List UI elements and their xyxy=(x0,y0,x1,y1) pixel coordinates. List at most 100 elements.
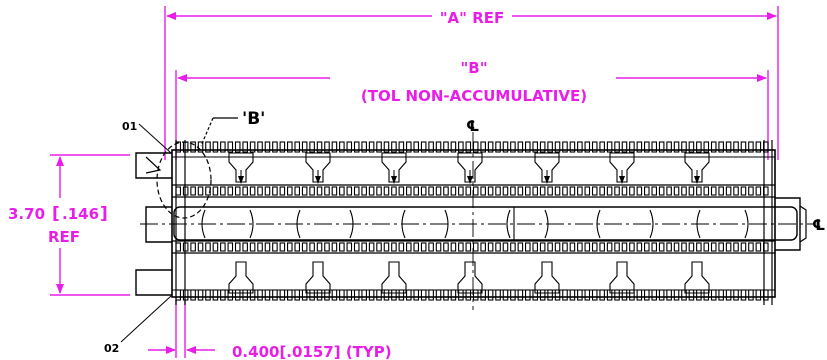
housing-outline xyxy=(171,149,776,298)
top-inner-pad xyxy=(182,186,189,196)
top-inner-pad xyxy=(554,186,561,196)
bottom-outer-pad xyxy=(376,289,382,301)
bottom-inner-pad xyxy=(710,242,717,252)
bottom-inner-pad xyxy=(339,242,345,252)
top-outer-pad xyxy=(190,141,196,153)
bottom-inner-pad xyxy=(331,242,338,252)
bottom-inner-pad xyxy=(651,242,658,252)
top-inner-pad xyxy=(301,186,308,196)
slot-divider xyxy=(544,209,549,239)
bottom-inner-pad xyxy=(755,242,762,252)
bottom-outer-pad xyxy=(725,289,732,301)
top-outer-pad xyxy=(584,141,591,153)
bottom-inner-pad xyxy=(703,242,710,252)
bottom-inner-pad xyxy=(443,242,449,252)
top-inner-pad xyxy=(242,186,248,196)
bottom-inner-pad xyxy=(733,242,739,252)
bottom-inner-pad xyxy=(413,242,420,252)
bottom-latch xyxy=(609,261,635,294)
top-outer-pad xyxy=(599,141,605,153)
bottom-outer-pad xyxy=(279,289,286,301)
bottom-outer-pad xyxy=(212,289,219,301)
dimension-b-tolerance: (TOL NON-ACCUMULATIVE) xyxy=(361,87,587,105)
top-outer-pad xyxy=(517,141,524,153)
top-outer-pad xyxy=(264,141,271,153)
bottom-inner-pad xyxy=(539,242,546,252)
left-tab-top xyxy=(135,152,172,179)
bottom-inner-pad xyxy=(287,242,293,252)
top-outer-pad xyxy=(629,141,635,153)
bottom-outer-pad xyxy=(658,289,665,301)
bottom-inner-pad xyxy=(502,242,509,252)
bottom-inner-pad xyxy=(309,242,315,252)
top-outer-pad xyxy=(301,141,308,153)
top-inner-pad xyxy=(495,186,501,196)
top-inner-pad xyxy=(696,186,702,196)
top-outer-pad xyxy=(525,141,531,153)
height-ref: REF xyxy=(48,228,80,246)
top-inner-pad xyxy=(703,186,710,196)
top-outer-pad xyxy=(279,141,286,153)
bottom-inner-pad xyxy=(606,242,613,252)
bottom-outer-pad xyxy=(316,289,323,301)
top-outer-pad xyxy=(294,141,301,153)
detail-b-label: 'B' xyxy=(242,109,265,129)
top-inner-pad xyxy=(413,186,420,196)
bottom-inner-pad xyxy=(353,242,360,252)
top-inner-pad xyxy=(324,186,330,196)
top-inner-pad xyxy=(525,186,531,196)
bottom-outer-pad xyxy=(510,289,516,301)
top-inner-pad xyxy=(428,186,434,196)
top-outer-pad xyxy=(748,141,754,153)
bottom-outer-pad xyxy=(644,289,650,301)
top-outer-pad xyxy=(621,141,628,153)
top-inner-pad xyxy=(748,186,754,196)
top-inner-pad xyxy=(636,186,643,196)
bottom-outer-pad xyxy=(718,289,724,301)
top-outer-pad xyxy=(480,141,486,153)
bottom-inner-pad xyxy=(182,242,189,252)
top-outer-pad xyxy=(398,141,405,153)
bottom-inner-pad xyxy=(547,242,553,252)
bottom-latch xyxy=(684,261,710,294)
bottom-outer-pad xyxy=(651,289,658,301)
bottom-inner-pad xyxy=(472,242,479,252)
bottom-inner-pad xyxy=(428,242,434,252)
bottom-outer-pad xyxy=(525,289,531,301)
bottom-outer-pad xyxy=(450,289,457,301)
bottom-latch xyxy=(381,261,407,294)
bottom-inner-pad xyxy=(725,242,732,252)
bottom-outer-pad xyxy=(472,289,479,301)
top-outer-pad xyxy=(554,141,561,153)
bottom-inner-pad xyxy=(227,242,234,252)
top-inner-pad xyxy=(353,186,360,196)
dimension-height xyxy=(50,154,130,296)
bottom-outer-pad xyxy=(264,289,271,301)
top-inner-pad xyxy=(487,186,494,196)
top-inner-pad xyxy=(368,186,375,196)
top-outer-pad xyxy=(406,141,412,153)
centerline-top-mark: ℄ xyxy=(466,117,479,135)
bottom-outer-pad xyxy=(569,289,576,301)
bottom-inner-pad xyxy=(398,242,405,252)
bottom-inner-pad xyxy=(212,242,219,252)
slot-divider xyxy=(444,209,449,239)
bottom-inner-pad xyxy=(294,242,301,252)
bottom-inner-pad xyxy=(435,242,442,252)
top-inner-pad xyxy=(212,186,219,196)
top-outer-pad xyxy=(249,141,256,153)
bottom-outer-pad xyxy=(681,289,687,301)
top-outer-pad xyxy=(696,141,702,153)
top-outer-pad xyxy=(353,141,360,153)
bottom-inner-pad xyxy=(577,242,583,252)
top-inner-pad xyxy=(361,186,367,196)
bottom-outer-pad xyxy=(465,289,472,301)
top-outer-pad xyxy=(182,141,189,153)
top-inner-pad xyxy=(197,186,204,196)
bottom-latch xyxy=(305,261,331,294)
top-inner-pad xyxy=(547,186,553,196)
top-outer-pad xyxy=(391,141,397,153)
top-inner-pad xyxy=(435,186,442,196)
bottom-outer-pad xyxy=(242,289,248,301)
